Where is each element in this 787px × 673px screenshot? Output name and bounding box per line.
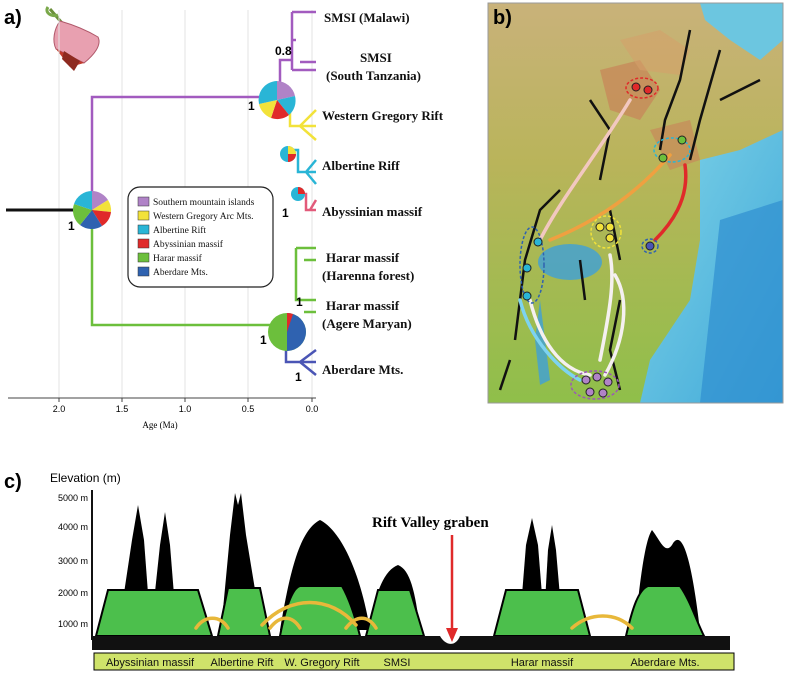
tree-branches [6, 10, 318, 376]
tip-label: (Agere Maryan) [322, 316, 412, 331]
x-tick-label: 1.5 [116, 404, 129, 414]
elevation-tick: 3000 m [58, 556, 88, 566]
ancestral-pie-upper [258, 81, 296, 120]
elevation-tick: 1000 m [58, 619, 88, 629]
x-tick-label: 1.0 [179, 404, 192, 414]
rift-annotation: Rift Valley graben [372, 515, 489, 531]
region-label: Harar massif [511, 657, 574, 669]
x-tick-label: 2.0 [53, 404, 66, 414]
legend-swatch [137, 210, 150, 221]
tip-label: Aberdare Mts. [322, 362, 403, 377]
support-value: 1 [248, 99, 255, 113]
tip-label: Western Gregory Rift [322, 108, 444, 123]
support-value: 1 [296, 295, 303, 309]
tip-label: SMSI (Malawi) [324, 10, 410, 25]
legend-label: Western Gregory Arc Mts. [153, 212, 254, 222]
legend-swatch [137, 252, 150, 263]
ancestral-pie-lower [268, 313, 306, 351]
elevation-tick: 4000 m [58, 522, 88, 532]
x-tick-label: 0.5 [242, 404, 255, 414]
locality-cluster-aberdare [641, 238, 659, 254]
region-label: Abyssinian massif [106, 657, 195, 669]
region-label: SMSI [384, 657, 411, 669]
legend-label: Albertine Rift [153, 225, 206, 236]
elevation-axis-title: Elevation (m) [50, 471, 121, 485]
support-value: 0.8 [275, 44, 292, 58]
panel-b-label: b) [493, 7, 512, 29]
legend: Southern mountain islands Western Gregor… [127, 186, 274, 288]
rift-arrow [446, 535, 458, 642]
legend-swatch [137, 266, 150, 277]
legend-label: Harar massif [153, 253, 203, 264]
region-label-bar [93, 652, 735, 671]
ground-profile [92, 636, 730, 650]
locality-cluster-harar [653, 135, 691, 163]
elevation-tick: 2000 m [58, 588, 88, 598]
locality-cluster-albertine [519, 226, 545, 304]
flower-icon [45, 6, 100, 71]
legend-swatch [137, 196, 150, 207]
panel-c-label: c) [4, 471, 22, 493]
massif-plateaus [94, 585, 706, 637]
panel-a-label: a) [4, 7, 22, 29]
region-label: Aberdare Mts. [630, 657, 699, 669]
tip-label: Harar massif [326, 250, 400, 265]
legend-swatch [137, 224, 150, 235]
locality-cluster-western-gregory [590, 215, 622, 249]
tree-x-axis: 2.0 1.5 1.0 0.5 0.0 Age (Ma) [8, 397, 319, 430]
ancestral-pie-root [72, 191, 112, 230]
x-axis-title: Age (Ma) [142, 420, 177, 430]
tip-label: (South Tanzania) [326, 68, 421, 83]
region-label: Albertine Rift [211, 657, 274, 669]
tip-label: Abyssinian massif [322, 204, 423, 219]
legend-label: Aberdare Mts. [153, 268, 208, 278]
tip-label: Harar massif [326, 298, 400, 313]
tip-label: SMSI [360, 50, 392, 65]
locality-cluster-abyssinian [625, 77, 659, 99]
tip-label: Albertine Riff [322, 158, 400, 173]
locality-cluster-smsi [570, 370, 620, 400]
support-value: 1 [260, 333, 267, 347]
ancestral-pie-small [291, 187, 305, 201]
ancestral-pie-small [280, 146, 296, 162]
tip-label: (Harenna forest) [322, 268, 414, 283]
support-value: 1 [282, 206, 289, 220]
support-value: 1 [68, 219, 75, 233]
legend-label: Abyssinian massif [153, 239, 224, 250]
legend-swatch [137, 238, 150, 249]
x-tick-label: 0.0 [306, 404, 319, 414]
region-label: W. Gregory Rift [284, 657, 359, 669]
relief-map [487, 2, 784, 404]
support-value: 1 [295, 370, 302, 384]
dispersal-arrows [194, 600, 634, 630]
elevation-tick: 5000 m [58, 493, 88, 503]
legend-label: Southern mountain islands [153, 198, 255, 208]
